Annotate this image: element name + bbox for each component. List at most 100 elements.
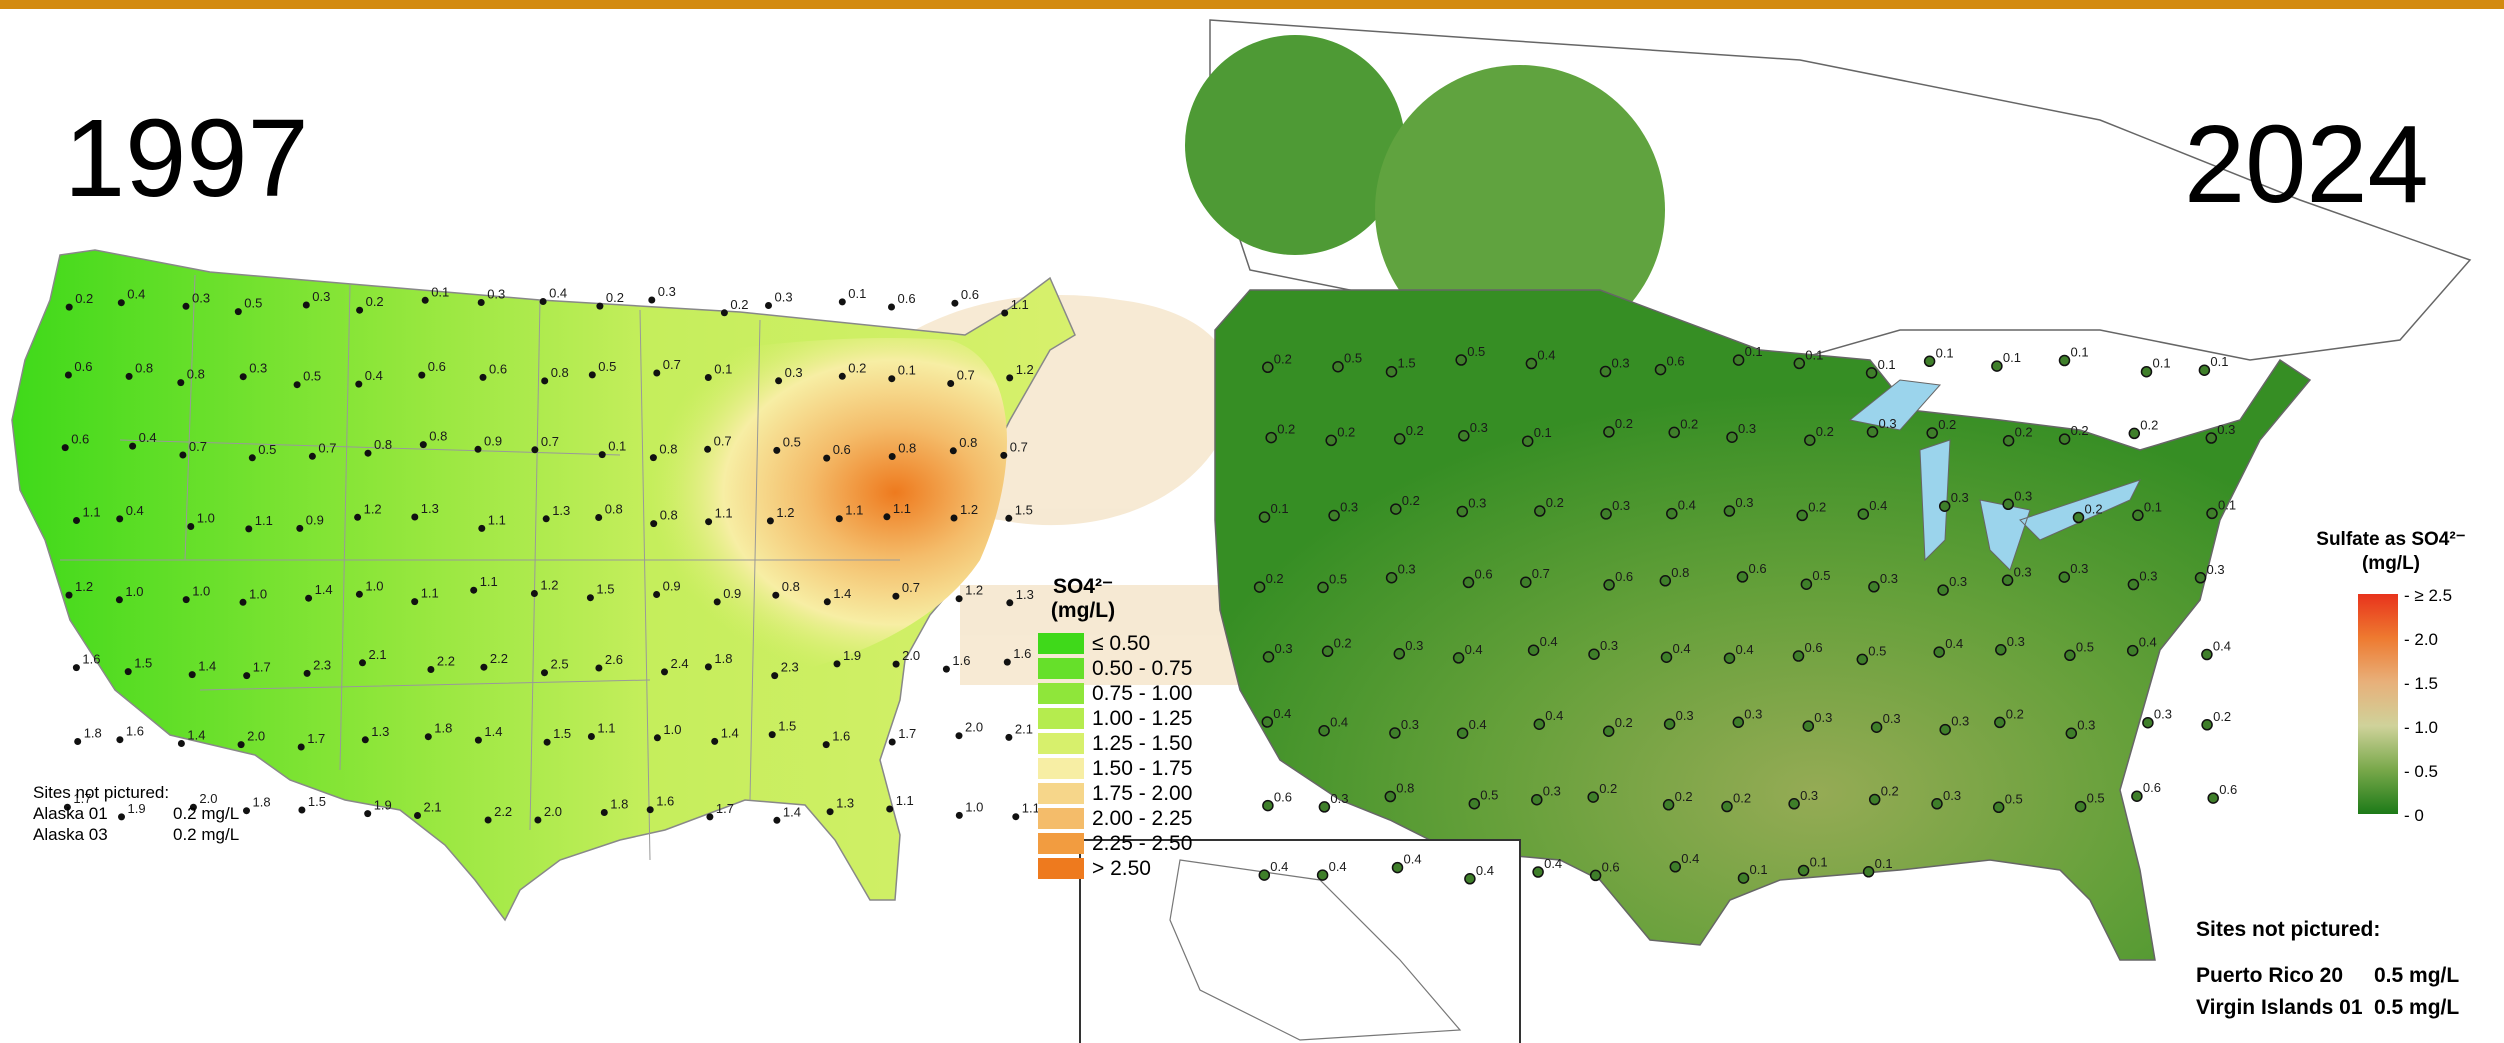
- site-marker: [886, 805, 894, 813]
- site-value-label: 1.0: [192, 584, 210, 599]
- site-marker: [2002, 434, 2015, 447]
- site-value-label: 0.7: [189, 439, 207, 454]
- site-value-label: 0.6: [1615, 569, 1633, 584]
- site-marker: [1723, 652, 1736, 664]
- site-value-label: 0.4: [1329, 859, 1347, 874]
- site-marker: [2001, 574, 2014, 587]
- canada-coverage-central: [1375, 65, 1665, 355]
- site-marker: [1253, 581, 1266, 593]
- site-value-label: 0.3: [249, 361, 267, 376]
- legend-label: 2.25 - 2.50: [1092, 831, 1193, 855]
- site-marker: [823, 598, 831, 606]
- site-value-label: 0.1: [1875, 856, 1893, 871]
- site-value-label: 0.4: [1869, 498, 1887, 513]
- site-value-label: 0.3: [2007, 634, 2025, 649]
- site-value-label: 1.1: [893, 501, 911, 516]
- site-value-label: 0.4: [1404, 852, 1422, 867]
- site-value-label: 0.7: [663, 357, 681, 372]
- site-value-label: 0.8: [1396, 781, 1414, 796]
- site-value-label: 0.3: [1951, 714, 1969, 729]
- site-value-label: 0.2: [2085, 502, 2103, 517]
- site-value-label: 1.6: [82, 652, 100, 667]
- legend-label: 0.50 - 0.75: [1092, 656, 1193, 680]
- legend-1997-item: > 2.50: [1038, 856, 1192, 881]
- site-value-label: 0.2: [1733, 791, 1751, 806]
- site-marker: [1793, 357, 1806, 370]
- not-pictured-site: Puerto Rico 20: [2196, 964, 2344, 987]
- site-value-label: 0.4: [365, 368, 383, 383]
- site-value-label: 0.1: [1810, 855, 1828, 870]
- site-value-label: 1.8: [610, 797, 628, 812]
- site-marker: [129, 442, 137, 450]
- site-marker: [1797, 864, 1810, 877]
- site-value-label: 0.2: [2015, 425, 2033, 440]
- site-marker: [949, 447, 957, 455]
- site-marker: [1456, 505, 1469, 518]
- site-value-label: 0.2: [606, 290, 624, 305]
- site-marker: [356, 306, 364, 314]
- site-value-label: 0.2: [2071, 423, 2089, 438]
- site-value-label: 1.6: [126, 724, 144, 739]
- site-marker: [355, 380, 363, 388]
- site-marker: [888, 453, 896, 460]
- site-value-label: 1.8: [714, 651, 732, 666]
- colorbar-tick-label: - 0.5: [2404, 762, 2439, 781]
- site-value-label: 0.3: [2139, 569, 2157, 584]
- site-value-label: 1.8: [434, 721, 452, 736]
- site-marker: [2142, 716, 2154, 729]
- site-value-label: 0.2: [2140, 417, 2158, 432]
- site-marker: [2058, 571, 2071, 583]
- site-marker: [653, 734, 661, 742]
- site-marker: [116, 515, 124, 523]
- site-marker: [1012, 813, 1020, 821]
- map-2024: [1079, 19, 2472, 1043]
- site-value-label: 1.1: [83, 505, 101, 520]
- site-value-label: 1.9: [843, 648, 861, 663]
- site-value-label: 0.8: [959, 435, 977, 450]
- site-marker: [1603, 426, 1615, 438]
- site-marker: [177, 740, 185, 747]
- site-marker: [296, 524, 304, 532]
- site-value-label: 0.4: [127, 287, 145, 302]
- site-value-label: 0.1: [431, 284, 449, 299]
- site-marker: [888, 303, 895, 311]
- site-value-label: 0.2: [1615, 715, 1633, 730]
- site-value-label: 1.5: [596, 582, 614, 597]
- site-marker: [1602, 725, 1615, 737]
- site-marker: [361, 736, 369, 744]
- site-value-label: 1.4: [721, 725, 739, 740]
- site-value-label: 0.2: [1546, 495, 1564, 510]
- site-marker: [2131, 790, 2143, 802]
- site-value-label: 1.3: [371, 724, 389, 739]
- site-value-label: 0.8: [429, 429, 447, 444]
- site-marker: [822, 741, 830, 749]
- site-marker: [73, 517, 80, 524]
- site-value-label: 0.4: [139, 430, 157, 445]
- site-value-label: 0.2: [1402, 493, 1420, 508]
- site-value-label: 0.4: [1736, 642, 1754, 657]
- site-value-label: 0.9: [306, 512, 324, 527]
- legend-2024-title: Sulfate as SO4²⁻: [2316, 529, 2466, 550]
- legend-swatch: [1038, 758, 1084, 780]
- site-value-label: 0.4: [1465, 642, 1483, 657]
- site-value-label: 0.4: [549, 286, 567, 301]
- site-marker: [1723, 505, 1736, 517]
- site-value-label: 0.8: [659, 442, 677, 457]
- site-marker: [1262, 799, 1274, 812]
- site-value-label: 0.1: [2144, 499, 2162, 514]
- site-marker: [1318, 801, 1331, 813]
- site-value-label: 0.3: [1600, 638, 1618, 653]
- site-marker: [1318, 724, 1330, 737]
- site-marker: [1389, 727, 1401, 739]
- site-value-label: 1.1: [255, 513, 273, 528]
- site-marker: [2072, 511, 2085, 524]
- site-marker: [1792, 650, 1805, 662]
- site-marker: [586, 594, 594, 602]
- site-marker: [411, 598, 419, 606]
- site-value-label: 0.7: [902, 580, 920, 595]
- site-marker: [648, 296, 656, 304]
- site-marker: [653, 591, 661, 598]
- site-value-label: 0.9: [663, 579, 681, 594]
- legend-swatch: [1038, 833, 1084, 855]
- site-marker: [765, 302, 772, 309]
